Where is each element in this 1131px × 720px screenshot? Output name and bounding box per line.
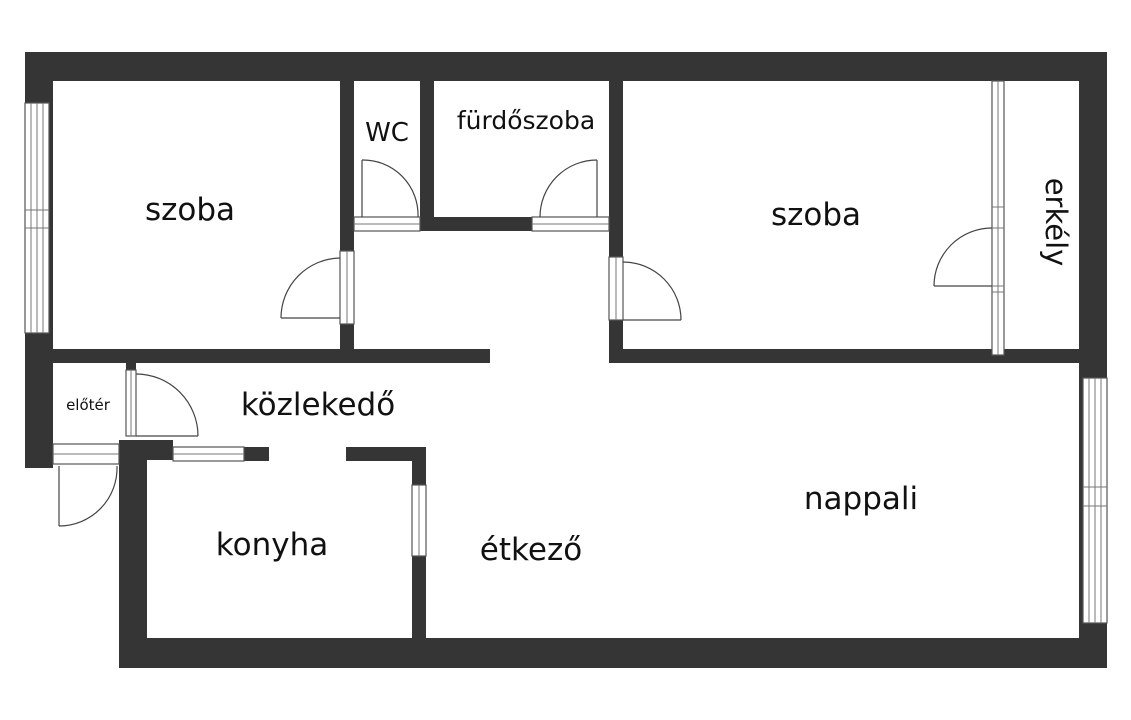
wall-kitchen-right [412,447,426,485]
door-furdoszoba [531,159,610,232]
wall-szoba-left-right-low [340,324,354,352]
window-erkely [991,80,1005,356]
wall-left-lower [119,440,147,668]
wall-bottom [119,638,1107,668]
door-entrance [52,443,120,527]
door-wc [353,159,421,232]
door-szoba-right [608,256,682,321]
label-furdoszoba: fürdőszoba [457,106,595,135]
windows [24,80,1108,624]
window-szoba-left [24,102,50,334]
window-kitchen-side [411,484,427,557]
wall-kitchen-right-low [412,556,426,650]
label-nappali: nappali [804,481,918,517]
wall-kitchen-top-right [346,447,426,461]
wall-wc-bath-bottom [428,217,532,231]
wall-bath-right [609,81,623,257]
door-szoba-left [280,250,355,325]
label-kozlekedo: közlekedő [241,387,395,423]
label-konyha: konyha [216,527,328,563]
doors [52,159,993,527]
wall-szoba-left-bottom [53,349,490,363]
wall-szoba-right-bottom [609,349,1079,363]
door-eloter-inner [125,369,199,437]
label-eloter: előtér [66,396,111,414]
wall-kitchen-top-left [119,440,173,460]
room-labels: szoba WC fürdőszoba szoba erkély előtér … [66,106,1073,568]
window-kitchen-top [172,446,245,462]
wall-eloter-right [126,363,136,373]
label-szoba-left: szoba [145,192,235,228]
door-erkely [933,227,993,287]
wall-eloter-bottom [25,440,53,468]
label-szoba-right: szoba [771,197,861,233]
label-erkely: erkély [1039,178,1073,267]
wall-kitchen-top-mid [244,447,269,461]
wall-wc-bath [420,81,434,231]
wall-top [25,52,1107,81]
outer-walls [25,52,1107,668]
label-etkezo: étkező [480,532,582,568]
window-nappali [1082,377,1108,624]
interior-walls [53,81,1079,650]
label-wc: WC [365,118,409,148]
wall-szoba-left-right [340,81,354,251]
